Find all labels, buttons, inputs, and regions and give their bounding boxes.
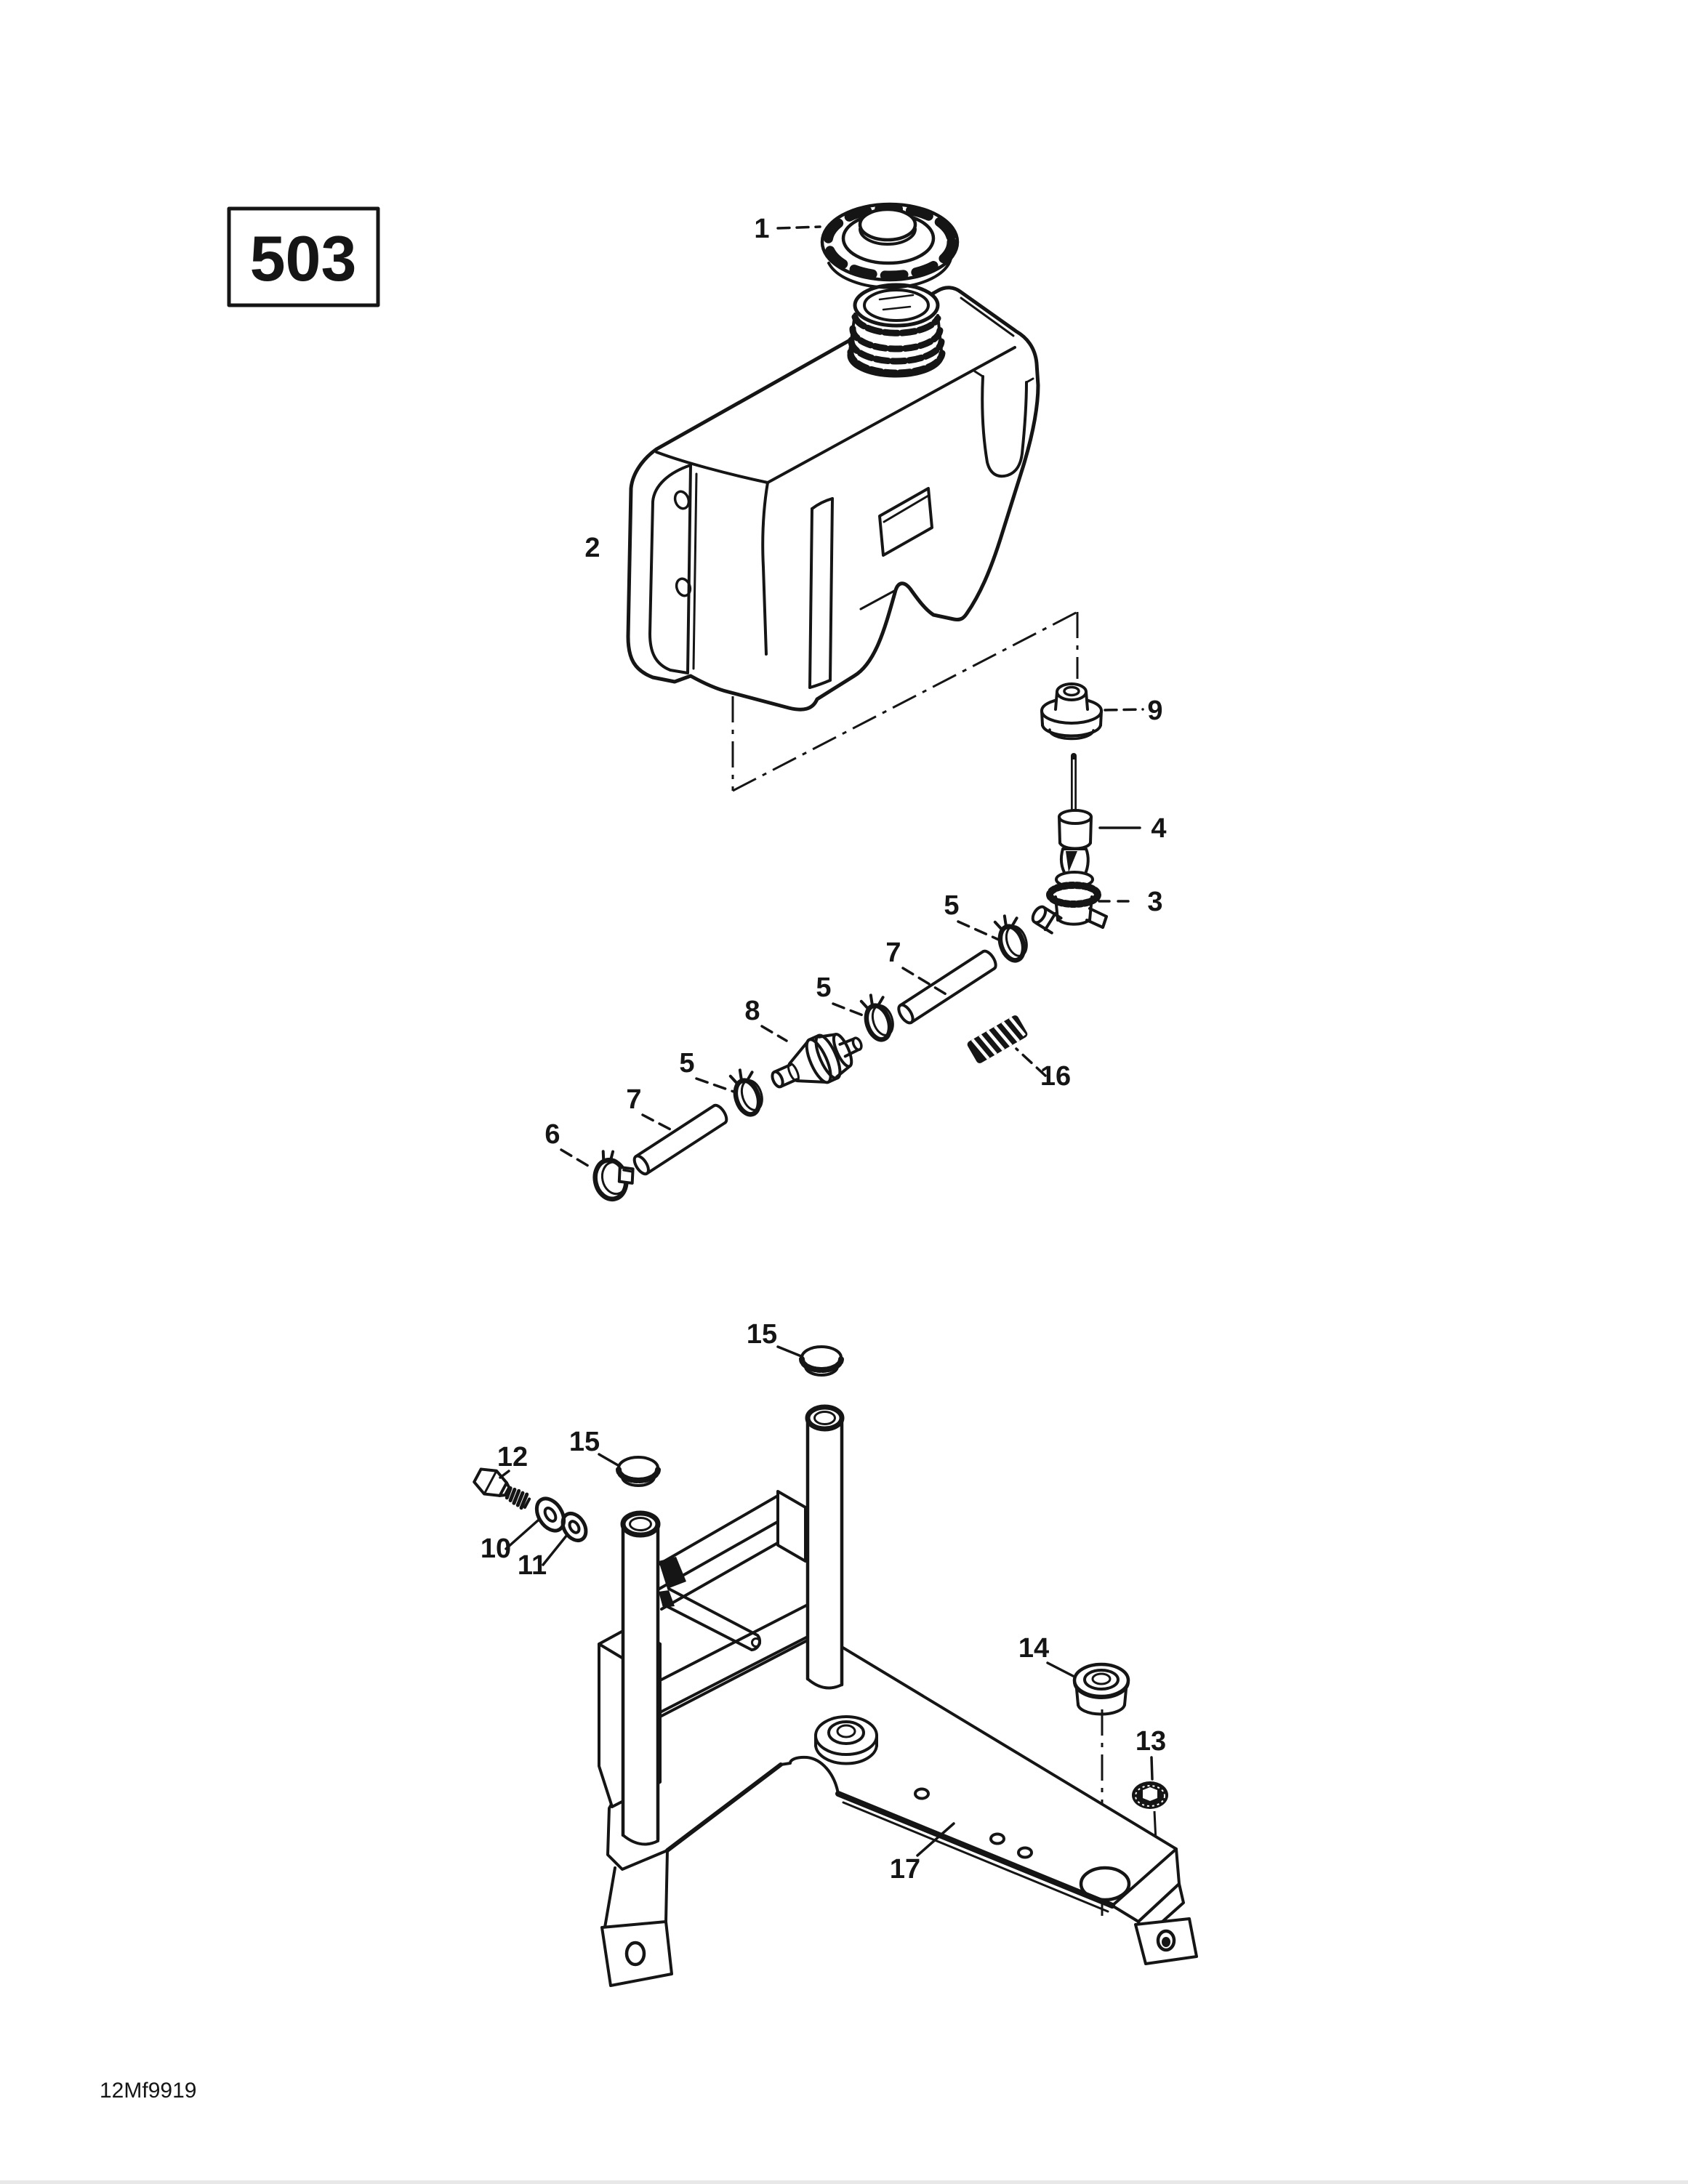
oil-filter-8 — [771, 1033, 863, 1089]
callout-13: 13 — [1136, 1726, 1166, 1757]
callout-4: 4 — [1151, 813, 1166, 844]
callout-5a: 5 — [944, 890, 959, 921]
callout-16: 16 — [1040, 1061, 1071, 1092]
hose-7-lower — [632, 1103, 728, 1176]
oil-tank — [626, 286, 1040, 712]
model-number-box: 503 — [227, 206, 380, 307]
callout-8: 8 — [744, 996, 760, 1026]
plug-15-top — [799, 1345, 844, 1377]
callout-9: 9 — [1147, 696, 1162, 726]
callout-11: 11 — [518, 1550, 547, 1581]
callout-14: 14 — [1018, 1633, 1049, 1664]
document-code: 12Mf9919 — [100, 2079, 196, 2103]
callout-3: 3 — [1147, 887, 1162, 917]
gear-clamp-6 — [592, 1150, 635, 1202]
outlet-valve-3 — [1031, 847, 1108, 935]
callout-5c: 5 — [679, 1048, 694, 1079]
callout-15b: 15 — [569, 1427, 600, 1457]
callout-15a: 15 — [747, 1319, 777, 1350]
filler-neck — [847, 283, 946, 378]
hose-clamp-5b — [859, 994, 894, 1042]
grommet-9 — [1040, 682, 1103, 741]
washer-10 — [534, 1496, 566, 1533]
bolt-12 — [473, 1467, 531, 1510]
callout-6: 6 — [544, 1119, 560, 1150]
callout-7a: 7 — [885, 938, 901, 968]
filler-cap — [820, 202, 960, 289]
callout-leaders — [499, 225, 1154, 1857]
callout-12: 12 — [497, 1442, 528, 1472]
nut-13 — [1132, 1781, 1168, 1809]
callout-5b: 5 — [816, 972, 831, 1003]
spring-16 — [967, 1015, 1028, 1063]
callout-numbers: 1 2 9 4 3 5 7 5 8 5 7 6 16 15 15 12 10 1… — [481, 214, 1167, 1885]
callout-2: 2 — [584, 533, 600, 563]
plug-15-left — [616, 1456, 661, 1487]
callout-10: 10 — [481, 1534, 511, 1564]
callout-7b: 7 — [626, 1084, 641, 1115]
hose-clamp-5a — [993, 914, 1028, 963]
hose-clamp-5c — [728, 1068, 763, 1117]
washer-11 — [560, 1511, 588, 1543]
bracket-assembly-17 — [598, 1404, 1198, 1987]
oil-pickup-4 — [1058, 753, 1093, 850]
callout-17: 17 — [890, 1854, 920, 1885]
model-number: 503 — [250, 222, 357, 294]
grommet-14 — [1072, 1662, 1130, 1716]
hose-7-upper — [897, 949, 997, 1025]
callout-1: 1 — [754, 214, 769, 244]
